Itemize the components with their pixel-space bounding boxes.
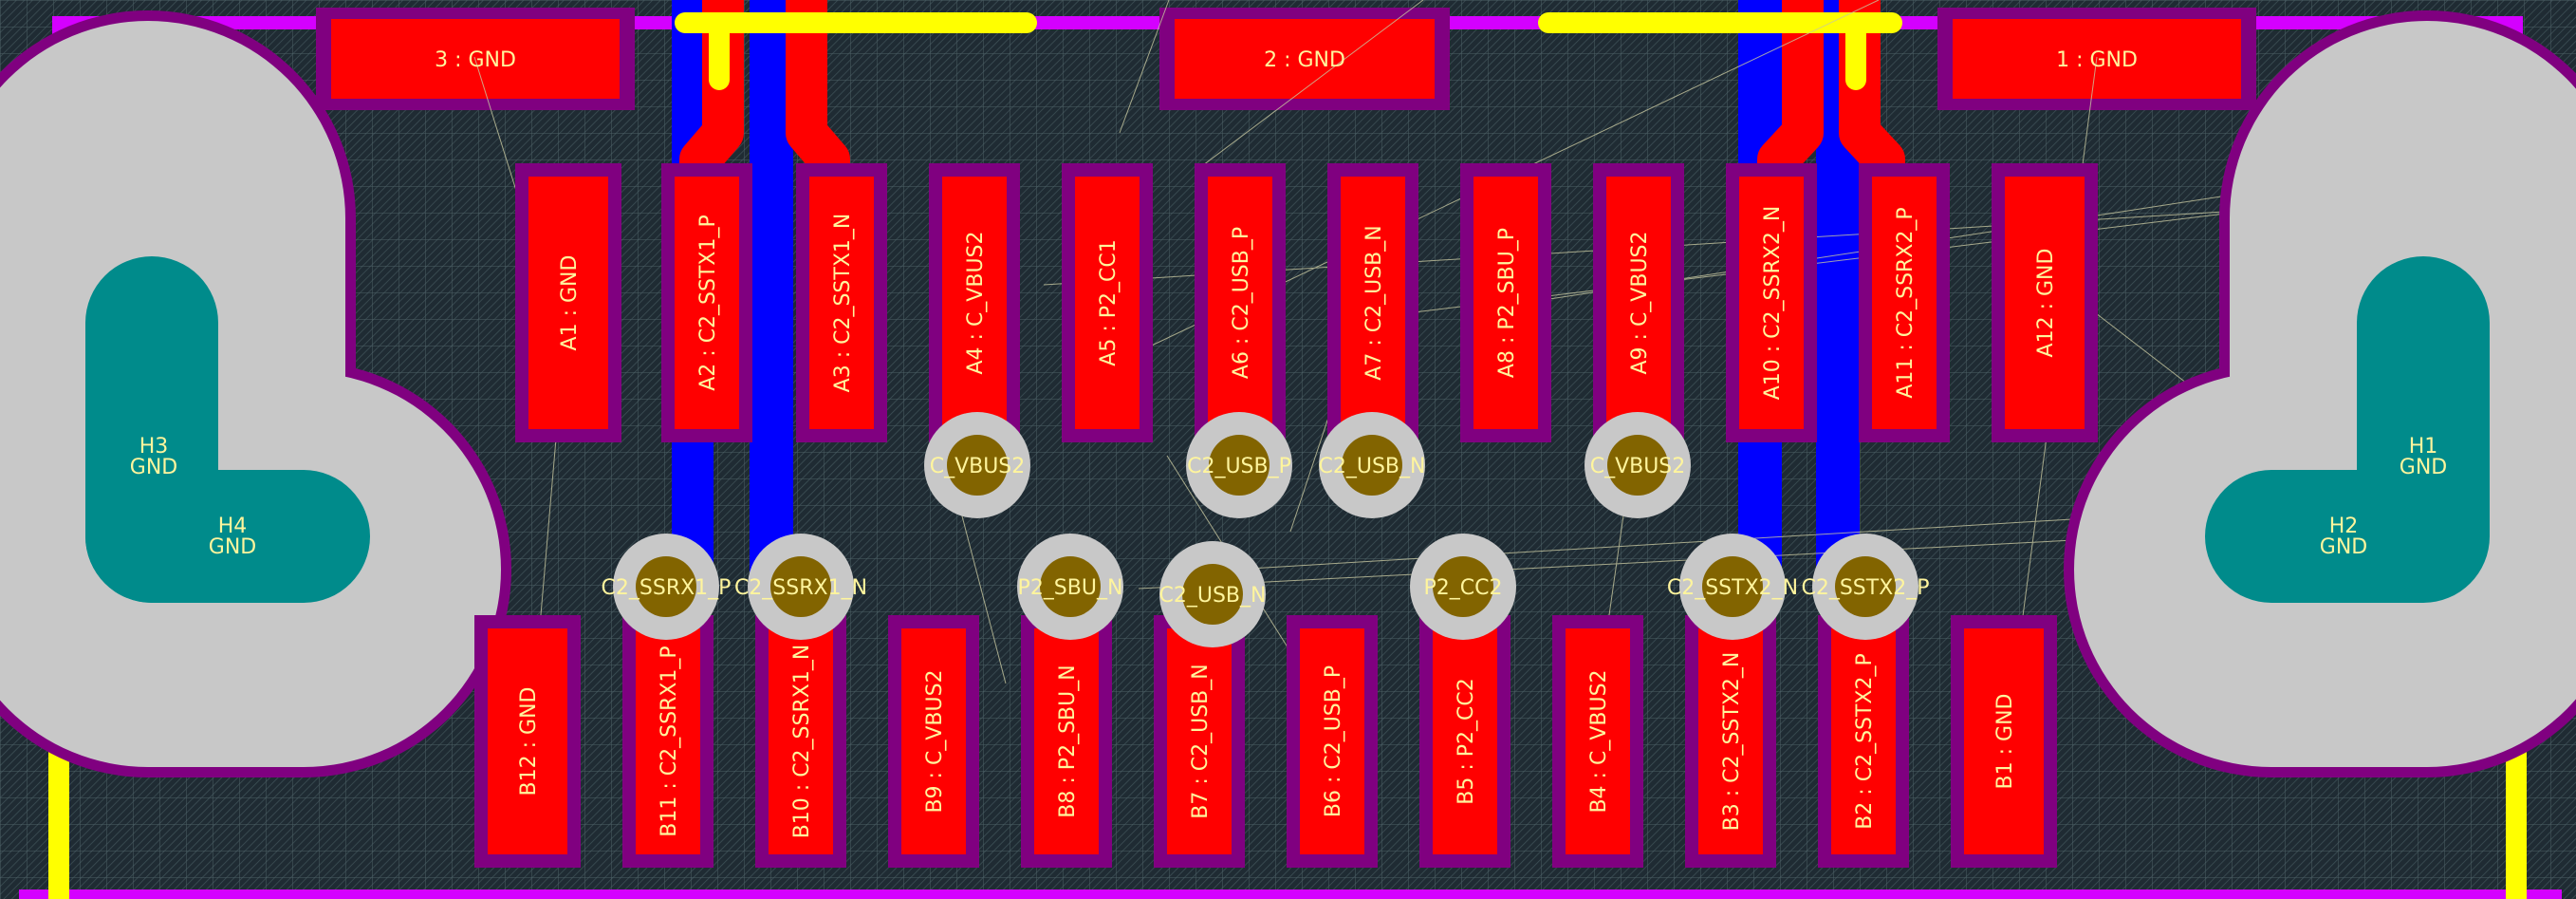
- pad-a7[interactable]: [1327, 163, 1418, 442]
- via-lower-1[interactable]: [613, 534, 719, 640]
- mount-hole-name: H2: [2329, 515, 2359, 538]
- pad-label: A6 : C2_USB_P: [1230, 227, 1253, 379]
- pad-label: A9 : C_VBUS2: [1628, 231, 1652, 374]
- via-upper-2[interactable]: [1186, 412, 1292, 518]
- pad-label: B3 : C2_SSTX2_N: [1720, 652, 1744, 832]
- pad-label: A5 : P2_CC1: [1097, 239, 1121, 365]
- pad-label: B5 : P2_CC2: [1455, 678, 1478, 804]
- via-upper-4[interactable]: [1585, 412, 1691, 518]
- mount-hole-net: GND: [2320, 535, 2367, 559]
- via-label: C_VBUS2: [1590, 455, 1686, 478]
- pad-b5[interactable]: [1419, 615, 1510, 868]
- via-label: C2_SSRX1_P: [602, 576, 732, 600]
- pad-b10[interactable]: [755, 615, 846, 868]
- pad-label: A8 : P2_SBU_P: [1495, 228, 1519, 378]
- shield-pad-label: 3 : GND: [435, 48, 516, 72]
- via-label: C2_SSTX2_P: [1801, 576, 1929, 600]
- mount-hole-name: H1: [2409, 435, 2438, 459]
- pad-a8[interactable]: [1460, 163, 1551, 442]
- via-label: C2_USB_P: [1187, 455, 1291, 478]
- pad-a6[interactable]: [1195, 163, 1286, 442]
- mount-hole-left[interactable]: [0, 10, 511, 777]
- pad-b3[interactable]: [1685, 615, 1776, 868]
- pad-label: A3 : C2_SSTX1_N: [831, 214, 855, 393]
- pad-b8[interactable]: [1021, 615, 1112, 868]
- shield-pad-label: 2 : GND: [1264, 48, 1345, 72]
- pad-a12[interactable]: [1992, 163, 2098, 442]
- pad-b7[interactable]: [1154, 615, 1245, 868]
- pad-label: B9 : C_VBUS2: [923, 669, 947, 813]
- via-label: P2_CC2: [1424, 576, 1503, 600]
- pad-a9[interactable]: [1593, 163, 1684, 442]
- pad-b4[interactable]: [1552, 615, 1643, 868]
- via-lower-7[interactable]: [1812, 534, 1918, 640]
- pad-a5[interactable]: [1062, 163, 1153, 442]
- mount-hole-net: GND: [130, 456, 177, 479]
- pad-b2[interactable]: [1818, 615, 1909, 868]
- via-label: C2_USB_N: [1159, 584, 1267, 608]
- mount-hole-name: H3: [139, 435, 169, 459]
- pad-label: B11 : C2_SSRX1_P: [658, 646, 681, 836]
- via-label: P2_SBU_N: [1018, 576, 1123, 600]
- pad-label: B8 : P2_SBU_N: [1056, 665, 1080, 817]
- pad-a11[interactable]: [1859, 163, 1950, 442]
- via-label: C2_SSTX2_N: [1667, 576, 1798, 600]
- pad-label: B6 : C2_USB_P: [1322, 665, 1345, 817]
- pad-a2[interactable]: [661, 163, 752, 442]
- pad-b6[interactable]: [1287, 615, 1378, 868]
- via-upper-3[interactable]: [1319, 412, 1425, 518]
- via-label: C2_SSRX1_N: [734, 576, 867, 600]
- pad-label: A4 : C_VBUS2: [964, 231, 988, 374]
- pad-b9[interactable]: [888, 615, 979, 868]
- pad-b1[interactable]: [1951, 615, 2057, 868]
- pad-b11[interactable]: [622, 615, 713, 868]
- pad-a4[interactable]: [929, 163, 1020, 442]
- shield-pad-label: 1 : GND: [2056, 48, 2138, 72]
- pad-label: A7 : C2_USB_N: [1362, 225, 1386, 380]
- pad-label: B7 : C2_USB_N: [1189, 664, 1213, 818]
- via-label: C_VBUS2: [930, 455, 1026, 478]
- pad-a3[interactable]: [796, 163, 887, 442]
- pad-label: B4 : C_VBUS2: [1587, 669, 1611, 813]
- mount-hole-right[interactable]: [2064, 10, 2576, 777]
- pad-label: B2 : C2_SSTX2_P: [1853, 653, 1877, 830]
- row-a-pads: [515, 163, 2098, 442]
- pad-label: B10 : C2_SSRX1_N: [790, 645, 814, 839]
- vias: [613, 412, 1918, 647]
- mount-hole-net: GND: [209, 535, 256, 559]
- via-lower-6[interactable]: [1679, 534, 1786, 640]
- pad-label: A10 : C2_SSRX2_N: [1761, 206, 1785, 401]
- mount-hole-name: H4: [218, 515, 248, 538]
- via-lower-3[interactable]: [1017, 534, 1123, 640]
- pad-a10[interactable]: [1726, 163, 1817, 442]
- row-b-pads: [474, 615, 2057, 868]
- pad-label: A11 : C2_SSRX2_P: [1894, 207, 1918, 398]
- pad-label: A12 : GND: [2034, 249, 2058, 358]
- mount-hole-net: GND: [2400, 456, 2447, 479]
- pad-label: A1 : GND: [558, 255, 582, 351]
- shield-pad-2[interactable]: [1159, 8, 1450, 110]
- via-upper-1[interactable]: [924, 412, 1030, 518]
- via-lower-2[interactable]: [748, 534, 854, 640]
- via-lower-5[interactable]: [1410, 534, 1516, 640]
- via-lower-4[interactable]: [1159, 541, 1266, 647]
- pad-label: B1 : GND: [1993, 694, 2017, 790]
- via-label: C2_USB_N: [1319, 455, 1426, 478]
- pad-label: B12 : GND: [517, 687, 541, 796]
- pad-b12[interactable]: [474, 615, 581, 868]
- pad-a1[interactable]: [515, 163, 621, 442]
- pad-label: A2 : C2_SSTX1_P: [696, 215, 720, 391]
